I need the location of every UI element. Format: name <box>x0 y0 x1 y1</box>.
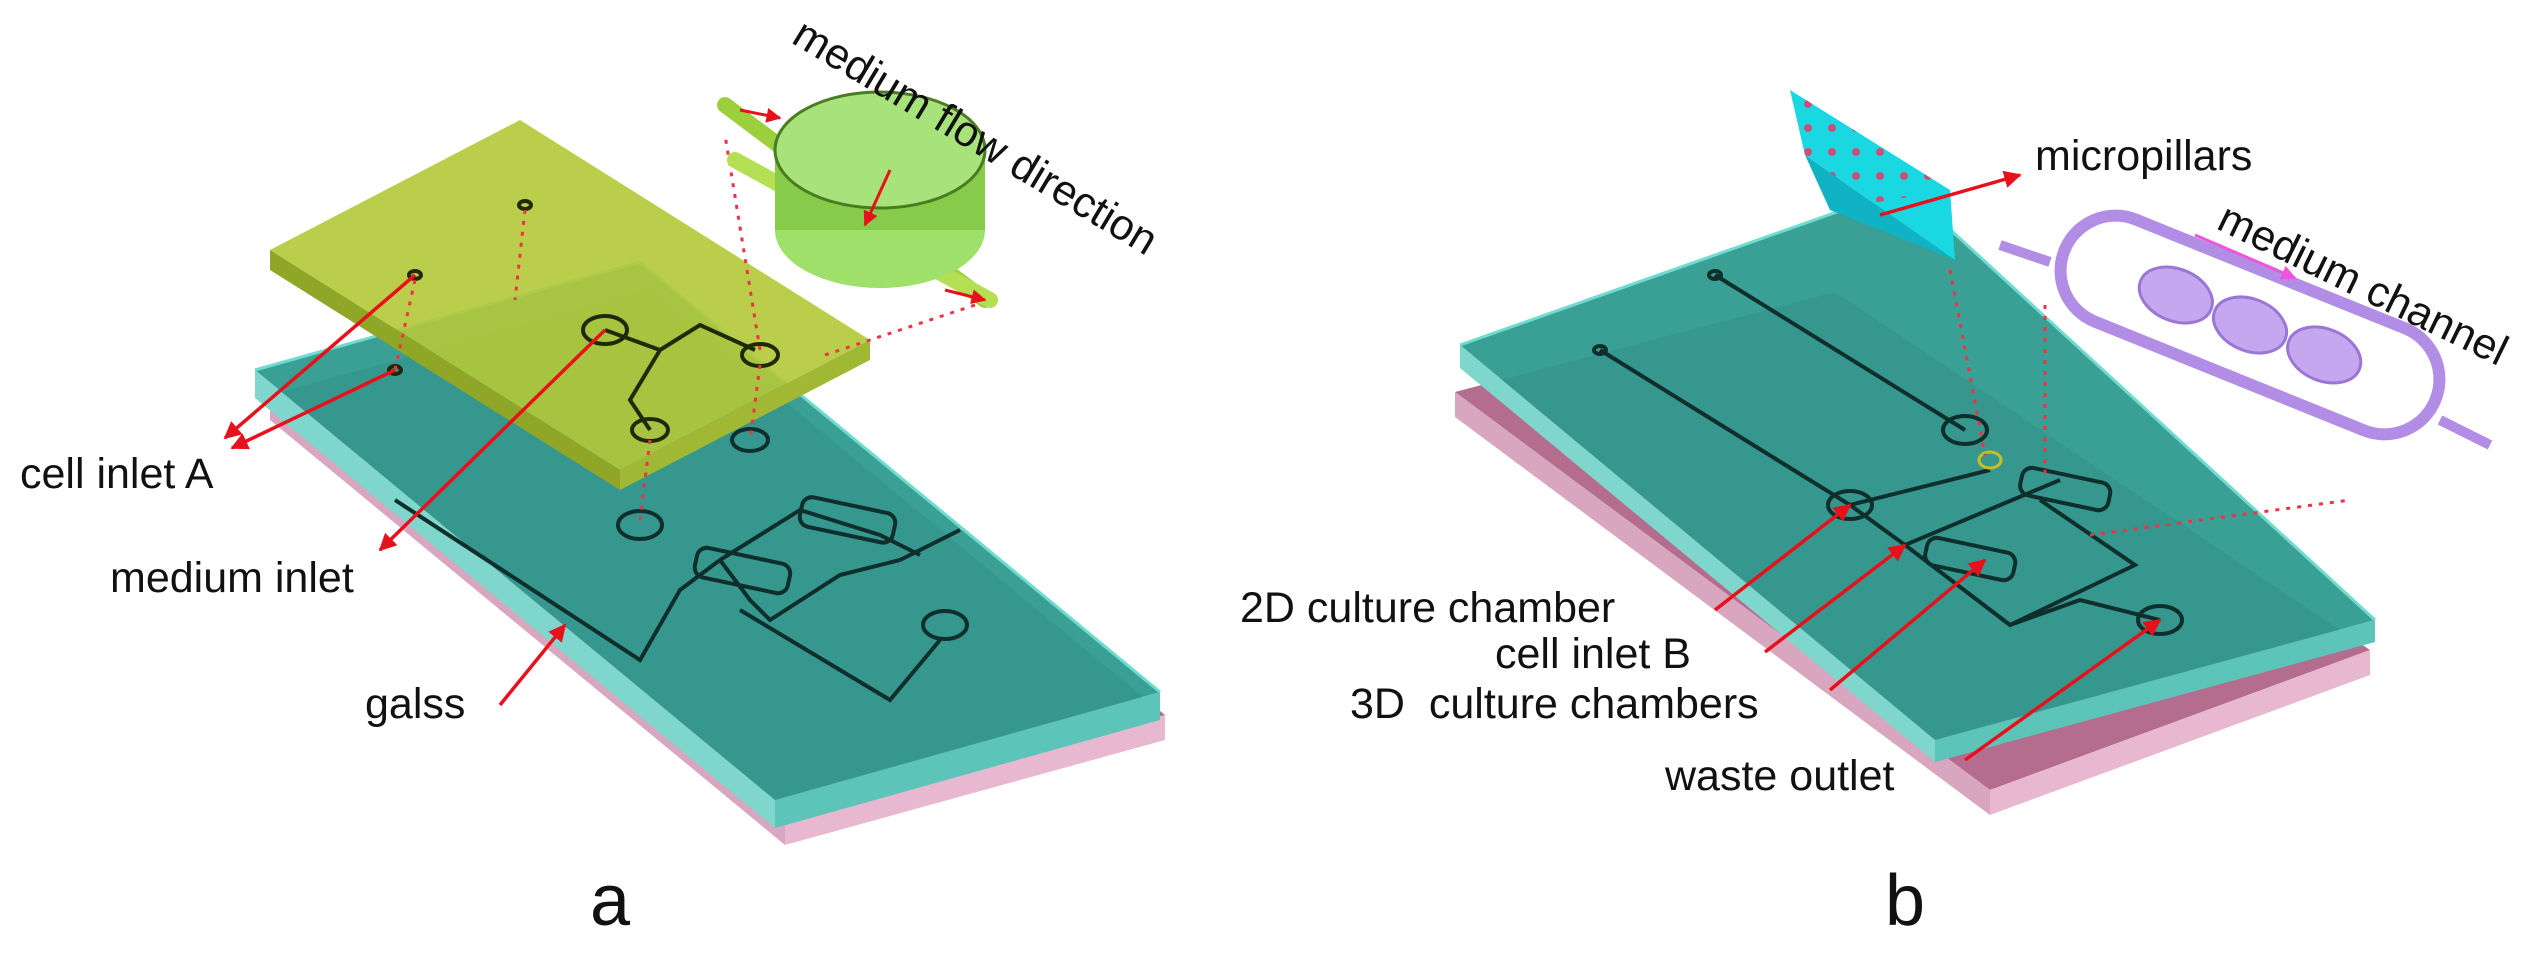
label-glass: galss <box>365 680 465 728</box>
pointers-b <box>1713 170 2162 762</box>
pointers-a <box>223 273 607 707</box>
panel-letter-b: b <box>1885 861 1925 941</box>
medium-channel-inset <box>1998 209 2493 537</box>
panel-letter-a: a <box>590 861 631 941</box>
label-cell-inlet-b: cell inlet B <box>1495 630 1691 678</box>
top-layer-a <box>270 120 870 490</box>
medium-inlet-port-a <box>616 509 664 541</box>
medium-chamber-inset <box>717 90 998 308</box>
label-waste-outlet: waste outlet <box>1664 752 1895 800</box>
label-cell-inlet-a: cell inlet A <box>20 450 214 498</box>
label-micropillars: micropillars <box>2035 132 2252 180</box>
label-2d-culture-chamber: 2D culture chamber <box>1240 584 1615 632</box>
waste-port-a <box>921 609 969 641</box>
label-medium-inlet: medium inlet <box>110 554 354 602</box>
micropillar-inset <box>1790 90 2047 475</box>
label-3d-culture-chambers: 3D culture chambers <box>1350 680 1759 728</box>
panel-a: medium flow direction cell inlet A mediu… <box>20 9 1166 941</box>
channel-network-a <box>393 427 969 703</box>
panel-b: micropillars medium channel 2D culture c… <box>1240 90 2515 941</box>
alignment-lines-a <box>393 134 991 521</box>
